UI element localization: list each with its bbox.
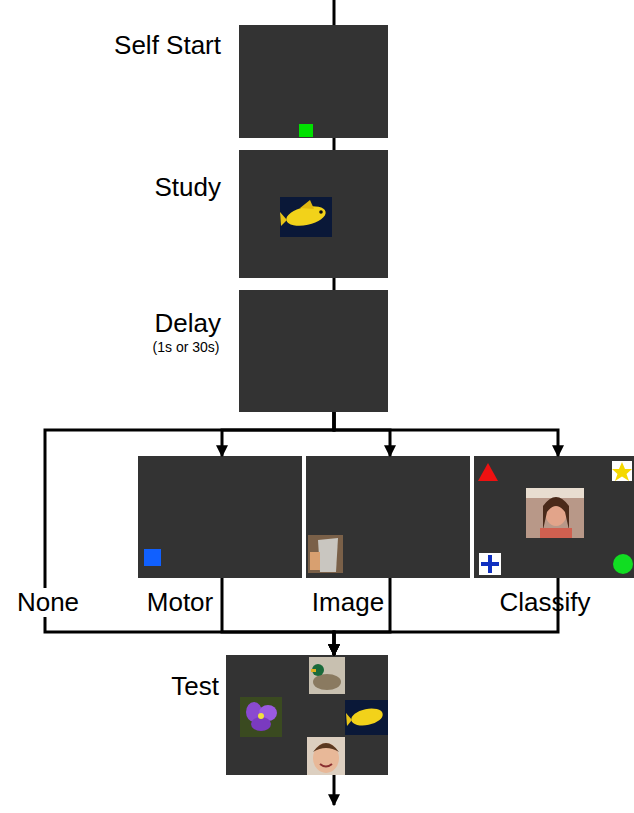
flow-connector	[334, 412, 390, 456]
screen-panel: Delay(1s or 30s)	[239, 290, 388, 412]
panel-note: (1s or 30s)	[153, 340, 220, 355]
flow-connector	[45, 412, 334, 655]
cross-symbol	[481, 555, 499, 573]
screen-panel	[239, 290, 388, 412]
panel-label: Self Start	[114, 31, 221, 60]
motor-target	[144, 549, 161, 566]
screen-panel	[239, 25, 388, 138]
flow-connector	[333, 138, 336, 150]
lead-line	[333, 0, 336, 25]
screen-panel: Test	[226, 655, 388, 775]
face-photo	[526, 488, 584, 538]
panel-label: Study	[155, 173, 222, 202]
panel-label: Motor	[147, 588, 213, 617]
screen-panel	[226, 655, 388, 775]
screen-panel	[306, 456, 470, 578]
triangle-symbol	[478, 463, 498, 481]
screen-panel: Image	[306, 456, 470, 578]
star-tile	[612, 461, 632, 481]
branch-label: None	[14, 588, 82, 617]
screen-panel	[239, 150, 388, 278]
fish-photo	[345, 700, 388, 735]
cross-tile	[479, 553, 501, 575]
flow-connector	[222, 412, 334, 456]
panel-label: Classify	[499, 588, 590, 617]
flow-connector	[334, 412, 558, 456]
child-photo	[307, 737, 345, 775]
screen-panel: Motor	[138, 456, 302, 578]
circle-symbol	[613, 554, 633, 574]
flow-connector	[333, 278, 336, 290]
panel-label: Delay	[155, 309, 221, 338]
panel-label: Image	[312, 588, 384, 617]
screen-panel	[138, 456, 302, 578]
screen-panel	[474, 456, 634, 578]
start-square	[299, 124, 313, 137]
lead-arrow	[333, 775, 336, 805]
panel-label: Test	[171, 672, 219, 701]
screen-panel: Study	[239, 150, 388, 278]
star-symbol	[612, 462, 632, 481]
cup-photo	[308, 535, 343, 573]
flower-photo	[240, 697, 282, 737]
fish-photo	[280, 197, 332, 237]
duck-photo	[309, 657, 345, 694]
screen-panel: Classify	[474, 456, 634, 578]
screen-panel: Self Start	[239, 25, 388, 138]
